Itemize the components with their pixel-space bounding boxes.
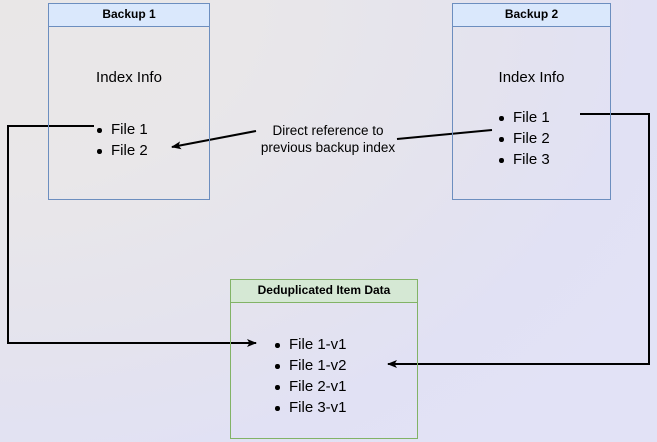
- backup1-file-list: File 1 File 2: [95, 119, 148, 161]
- direct-reference-label-line2: previous backup index: [260, 140, 396, 155]
- list-item: File 2: [95, 140, 148, 161]
- list-item: File 1-v2: [273, 355, 347, 376]
- direct-reference-label-line1: Direct reference to: [272, 123, 384, 138]
- list-item: File 2-v1: [273, 376, 347, 397]
- backup1-subtitle: Index Info: [96, 69, 162, 86]
- backup2-body: Index Info File 1 File 2 File 3: [453, 27, 610, 199]
- backup1-body: Index Info File 1 File 2: [49, 27, 209, 199]
- list-item: File 1: [497, 107, 550, 128]
- dedup-body: File 1-v1 File 1-v2 File 2-v1 File 3-v1: [231, 303, 417, 438]
- backup2-subtitle: Index Info: [498, 69, 565, 86]
- list-item: File 1-v1: [273, 334, 347, 355]
- list-item: File 3: [497, 149, 550, 170]
- dedup-file-list: File 1-v1 File 1-v2 File 2-v1 File 3-v1: [273, 334, 347, 418]
- list-item: File 1: [95, 119, 148, 140]
- list-item: File 2: [497, 128, 550, 149]
- list-item: File 3-v1: [273, 397, 347, 418]
- backup2-box[interactable]: Backup 2 Index Info File 1 File 2 File 3: [452, 3, 611, 200]
- direct-reference-label: Direct reference to previous backup inde…: [248, 122, 408, 156]
- backup2-file-list: File 1 File 2 File 3: [497, 107, 550, 170]
- deduplicated-item-data-box[interactable]: Deduplicated Item Data File 1-v1 File 1-…: [230, 279, 418, 439]
- backup2-header: Backup 2: [453, 4, 610, 27]
- backup1-header: Backup 1: [49, 4, 209, 27]
- dedup-header: Deduplicated Item Data: [231, 280, 417, 303]
- backup1-box[interactable]: Backup 1 Index Info File 1 File 2: [48, 3, 210, 200]
